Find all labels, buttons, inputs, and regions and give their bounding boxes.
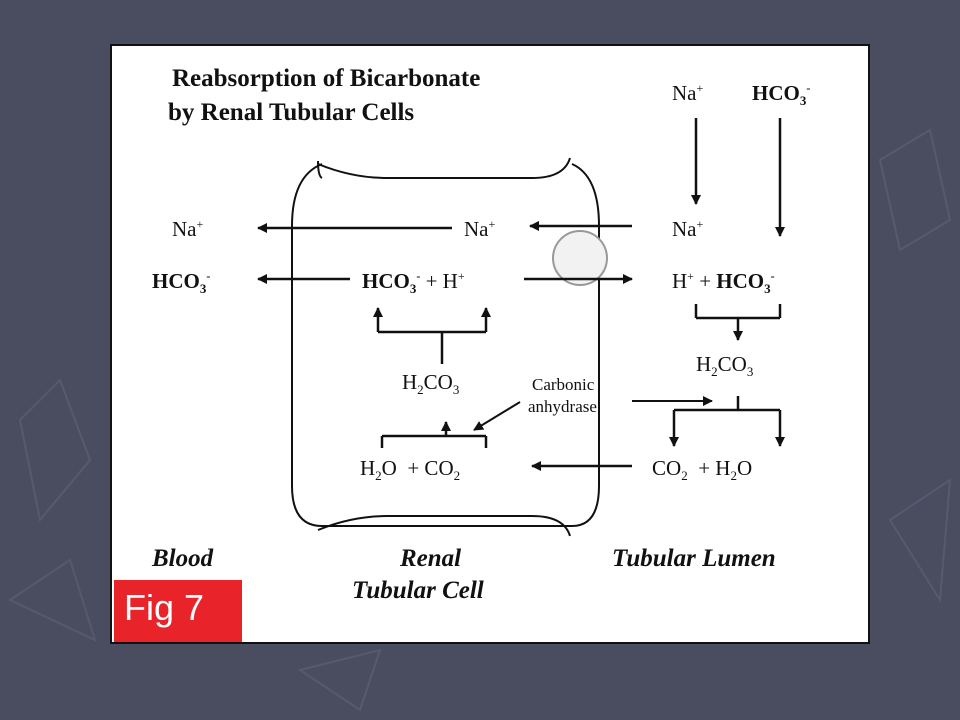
figure-number-badge: Fig 7 — [114, 580, 242, 642]
lumen-na-label: Na+ — [672, 217, 704, 241]
enzyme-label-line1: Carbonic — [532, 375, 595, 394]
cell-outline — [291, 157, 600, 537]
lumen-top-na-label: Na+ — [672, 81, 704, 105]
diagram-title-line2: by Renal Tubular Cells — [168, 99, 415, 126]
lumen-h-hco3-label: H+ + HCO3- — [672, 269, 775, 297]
cell-h2o-co2-label: H2O + CO2 — [360, 456, 461, 484]
cell-na-label: Na+ — [464, 217, 496, 241]
region-blood-label: Blood — [152, 545, 214, 572]
diagram-title-line1: Reabsorption of Bicarbonate — [172, 65, 481, 92]
blood-hco3-label: HCO3- — [152, 269, 211, 297]
cell-combine-bracket — [380, 421, 488, 448]
lumen-co2-h2o-label: CO2 + H2O — [652, 456, 753, 484]
cotransporter-circle — [552, 230, 608, 286]
diagram-drawing — [257, 118, 785, 537]
enzyme-to-cell-arrow — [473, 401, 521, 431]
cell-hco3-h-label: HCO3- + H+ — [362, 269, 465, 297]
lumen-split — [669, 396, 785, 447]
lumen-top-hco3-label: HCO3- — [752, 81, 811, 109]
cell-h2co3-label: H2CO3 — [402, 370, 460, 398]
region-lumen-label: Tubular Lumen — [612, 545, 776, 572]
diagram-figure: Reabsorption of Bicarbonate by Renal Tub… — [110, 44, 870, 644]
blood-na-label: Na+ — [172, 217, 204, 241]
cell-h2co3-split — [373, 307, 491, 364]
figure-number-text: Fig 7 — [124, 587, 205, 628]
region-cell-label-line2: Tubular Cell — [352, 577, 484, 604]
region-cell-label-line1: Renal — [400, 545, 462, 572]
lumen-combine-bracket — [694, 304, 782, 341]
lumen-h2co3-label: H2CO3 — [696, 352, 754, 380]
enzyme-label-line2: anhydrase — [528, 397, 597, 416]
